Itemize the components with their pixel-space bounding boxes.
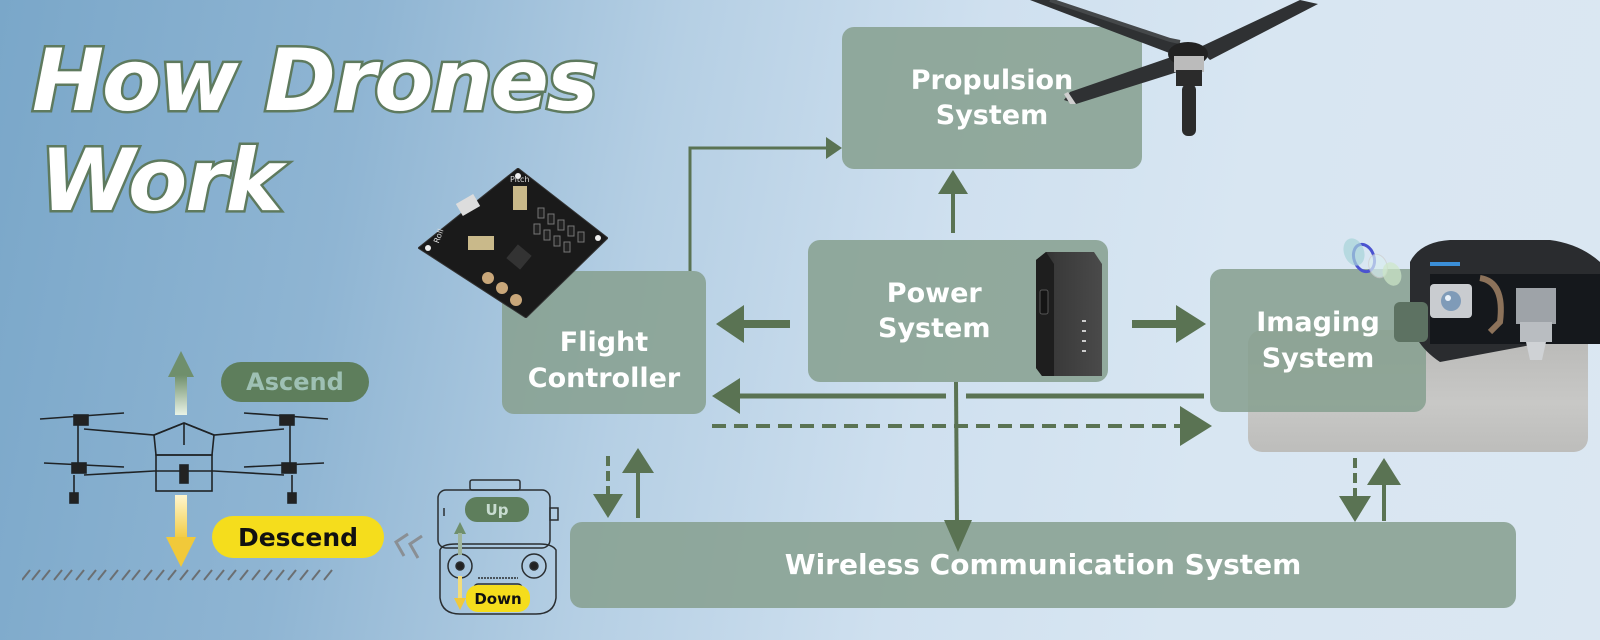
imaging-label-line1: Imaging [1256, 307, 1380, 339]
battery-image [1036, 252, 1102, 376]
remote-controller-image [437, 479, 559, 615]
arrow-flight-to-wireless-dashed [593, 456, 623, 518]
drone-sketch-image [39, 412, 329, 504]
arrow-power-to-propulsion [938, 170, 968, 233]
camera-gimbal-image [1343, 238, 1600, 362]
wireless-label: Wireless Communication System [784, 547, 1302, 581]
title-line-1: How Drones [29, 31, 600, 131]
power-label-line2: System [878, 313, 991, 344]
arrow-power-to-imaging [1132, 305, 1206, 343]
arrow-imaging-to-wireless-dashed [1339, 458, 1371, 522]
descend-arrow-icon [166, 495, 196, 567]
arrow-flight-to-imaging-dashed [712, 406, 1212, 446]
pitch-label: Pitch [510, 175, 529, 184]
remote-down-arrow-icon [454, 576, 466, 610]
arrow-power-to-flight [716, 305, 790, 343]
flight-label-line1: Flight [559, 327, 649, 359]
title-line-2: Work [38, 131, 286, 231]
arrow-imaging-to-flight [712, 378, 1204, 414]
propulsion-label-line1: Propulsion [910, 64, 1074, 96]
flight-controller-board-image: Pitch Roll [418, 168, 608, 318]
ascend-badge: Ascend [221, 362, 369, 402]
wireless-communication-system-box: Wireless Communication System [570, 522, 1516, 608]
power-label-line1: Power [886, 277, 982, 309]
down-badge: Down [466, 585, 530, 612]
ascend-arrow-icon [168, 351, 194, 415]
descend-badge: Descend [212, 516, 384, 558]
chevron-left-icon [394, 532, 423, 559]
remote-up-arrow-icon [454, 522, 466, 555]
arrow-wireless-to-imaging [1367, 458, 1401, 521]
propeller-image [1030, 0, 1318, 136]
ground-hatching [22, 569, 333, 581]
up-badge: Up [465, 497, 529, 522]
imaging-label-line2: System [1261, 342, 1375, 374]
imaging-system-box: Imaging System [1210, 269, 1426, 412]
arrow-wireless-to-flight [622, 448, 654, 518]
flight-label-line2: Controller [527, 362, 681, 394]
altitude-arrows [166, 351, 196, 567]
propulsion-label-line2: System [935, 100, 1049, 131]
